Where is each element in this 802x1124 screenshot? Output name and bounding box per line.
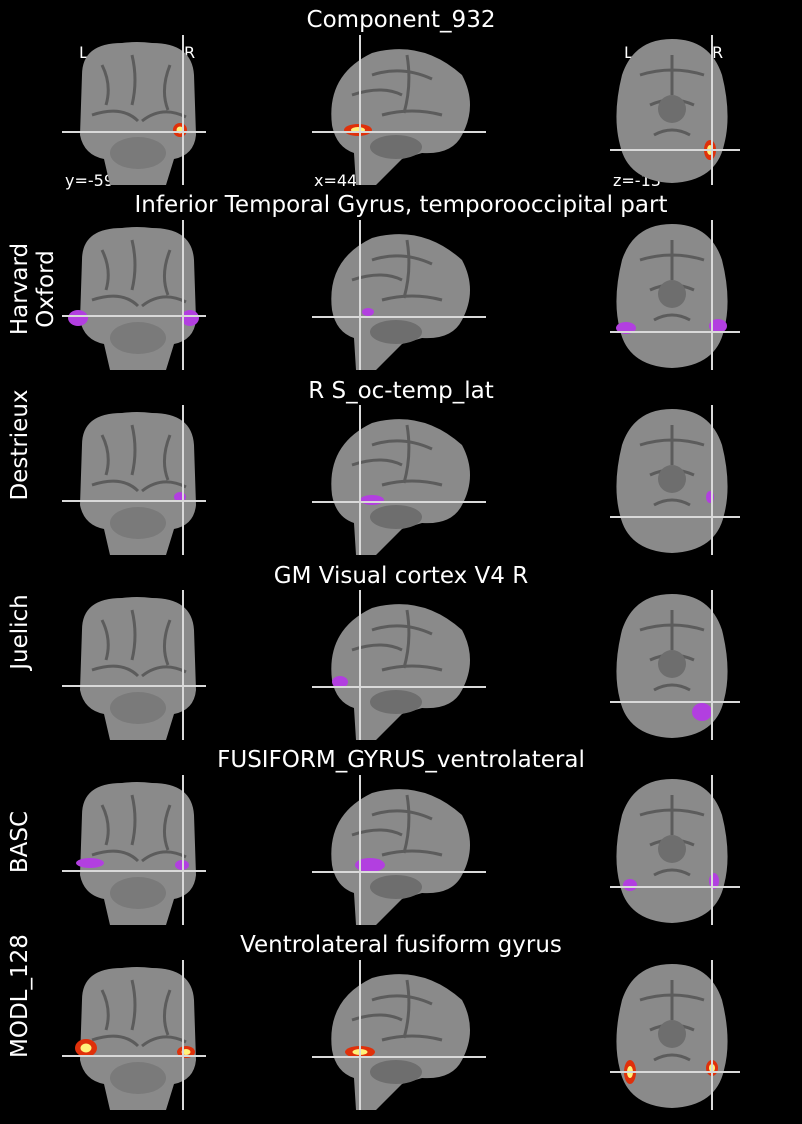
basc-coronal-slice	[62, 775, 212, 925]
destrieux-sagittal-slice	[312, 405, 492, 555]
destrieux-axial-slice	[610, 405, 740, 555]
orient-right-coronal: R	[184, 43, 196, 62]
modl-coronal-slice	[62, 960, 212, 1110]
atlas-label-destrieux: Destrieux	[7, 389, 33, 501]
juelich-coronal-slice	[62, 590, 212, 740]
juelich-axial-slice	[610, 590, 740, 740]
basc-axial-slice	[610, 775, 740, 925]
modl-sagittal-slice	[312, 960, 492, 1110]
basc-sagittal-atlas-region	[355, 858, 385, 872]
harvard-coronal-atlas-region	[181, 310, 199, 326]
harvard-axial-atlas-region	[709, 319, 727, 333]
orient-left-axial: L	[624, 43, 633, 62]
component-axial-slice	[610, 35, 740, 185]
juelich-sagittal-slice	[312, 590, 492, 740]
component-sagittal-slice	[312, 35, 492, 185]
destrieux-sagittal-atlas-region	[360, 495, 384, 505]
harvard-coronal-slice	[62, 220, 212, 370]
harvard-axial-slice	[610, 220, 740, 370]
juelich-sagittal-atlas-region	[332, 676, 348, 688]
atlas-label-harvard-line1: Harvard	[7, 242, 33, 336]
juelich-axial-atlas-region	[692, 703, 712, 721]
atlas-label-basc: BASC	[7, 810, 33, 874]
region-title-modl: Ventrolateral fusiform gyrus	[240, 932, 562, 958]
region-title-destrieux: R S_oc-temp_lat	[308, 378, 494, 404]
basc-sagittal-slice	[312, 775, 492, 925]
region-title-harvard: Inferior Temporal Gyrus, temporooccipita…	[134, 192, 668, 218]
atlas-label-modl: MODL_128	[7, 934, 33, 1058]
coord-sagittal: x=44	[314, 171, 358, 190]
harvard-coronal-atlas-region	[68, 310, 88, 326]
modl-axial-slice	[610, 960, 740, 1110]
atlas-label-harvard: Harvard Oxford	[7, 219, 61, 359]
destrieux-coronal-slice	[62, 405, 212, 555]
region-title-basc: FUSIFORM_GYRUS_ventrolateral	[217, 747, 585, 773]
component-coronal-slice	[62, 35, 212, 185]
basc-axial-atlas-region	[623, 879, 637, 891]
basc-coronal-atlas-region	[76, 858, 104, 868]
harvard-sagittal-slice	[312, 220, 492, 370]
region-title-juelich: GM Visual cortex V4 R	[273, 563, 529, 589]
orient-right-axial: R	[712, 43, 724, 62]
atlas-label-juelich: Juelich	[7, 594, 33, 670]
component-title: Component_932	[306, 7, 496, 33]
atlas-label-harvard-line2: Oxford	[33, 250, 59, 328]
harvard-sagittal-atlas-region	[362, 308, 374, 316]
coord-coronal: y=-59	[65, 171, 115, 190]
orient-left-coronal: L	[79, 43, 88, 62]
